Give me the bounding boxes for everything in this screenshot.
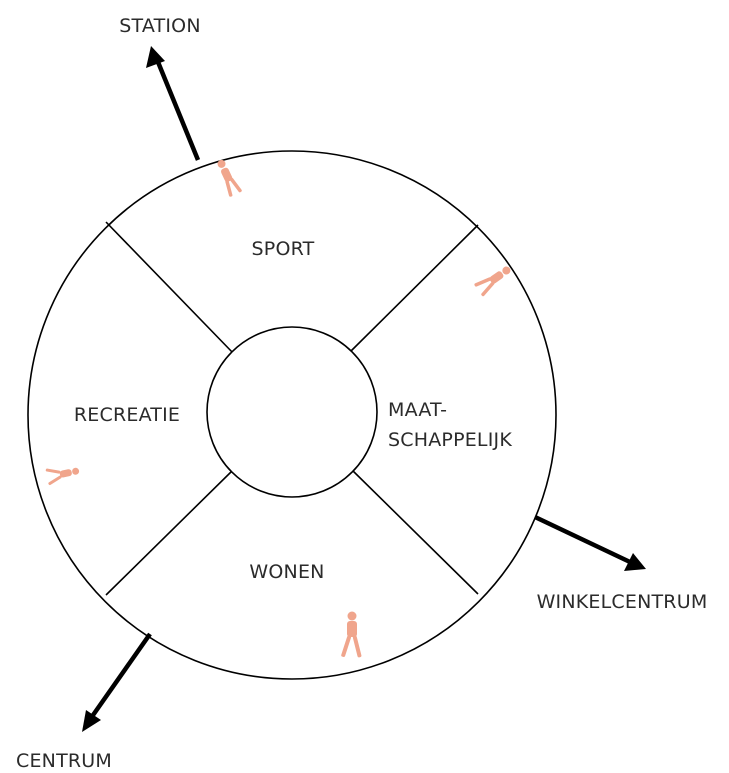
label-centrum: CENTRUM — [16, 750, 112, 772]
segment-label-schappelijk: SCHAPPELIJK — [388, 429, 512, 451]
segment-label-sport: SPORT — [252, 238, 315, 260]
inner-circle — [206, 326, 378, 498]
divider-top-right — [350, 224, 479, 352]
segment-label-recreatie: RECREATIE — [74, 404, 180, 426]
segment-label-wonen: WONEN — [249, 561, 324, 583]
label-winkelcentrum: WINKELCENTRUM — [537, 591, 708, 613]
label-station: STATION — [119, 15, 201, 37]
walking-person-icon — [45, 467, 80, 485]
divider-top-left — [105, 221, 235, 355]
divider-bottom-left — [105, 469, 234, 596]
divider-bottom-right — [350, 468, 479, 595]
walking-person-icon — [217, 159, 242, 197]
segment-label-maat: MAAT- — [388, 399, 447, 421]
walking-person-icon — [474, 266, 511, 297]
walking-person-icon — [341, 611, 362, 658]
arrow-centrum — [82, 632, 152, 732]
arrow-station — [146, 46, 201, 161]
arrow-winkelcentrum — [534, 514, 646, 571]
